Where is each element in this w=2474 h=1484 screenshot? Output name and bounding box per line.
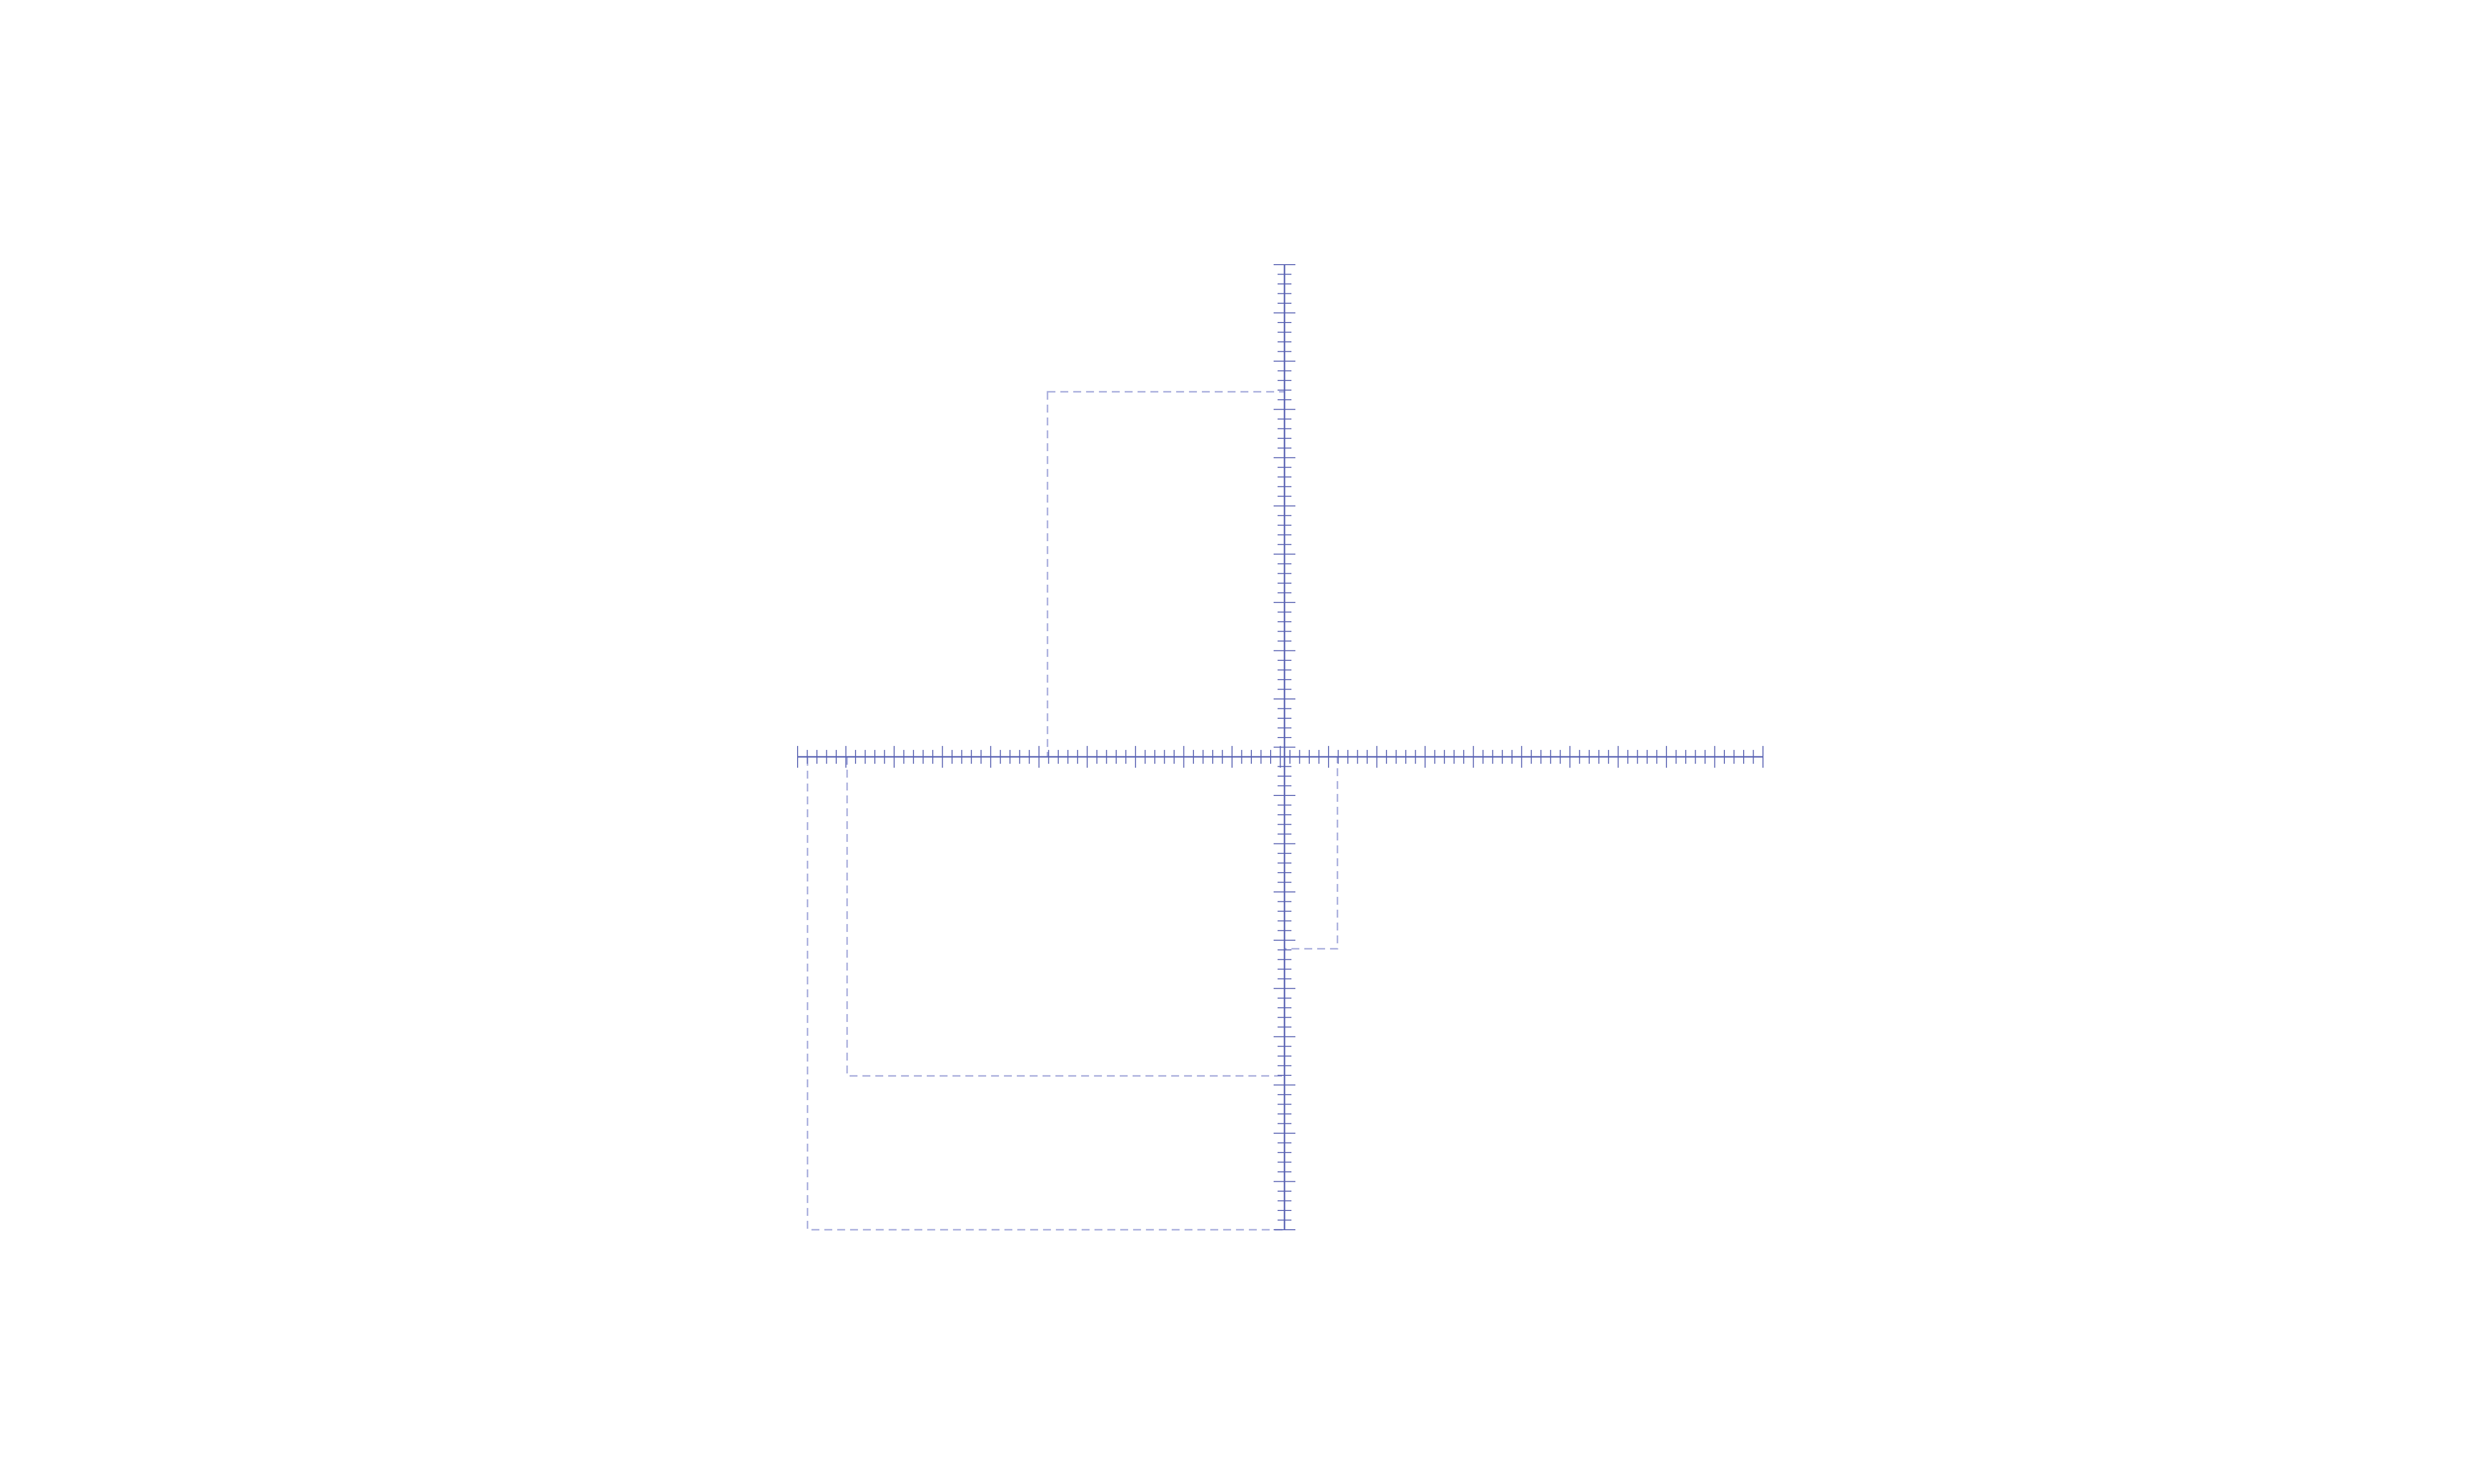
x-axis-ticks [797, 746, 1763, 768]
y-axis [1274, 264, 1295, 1230]
y-axis-ticks [1274, 264, 1295, 1230]
